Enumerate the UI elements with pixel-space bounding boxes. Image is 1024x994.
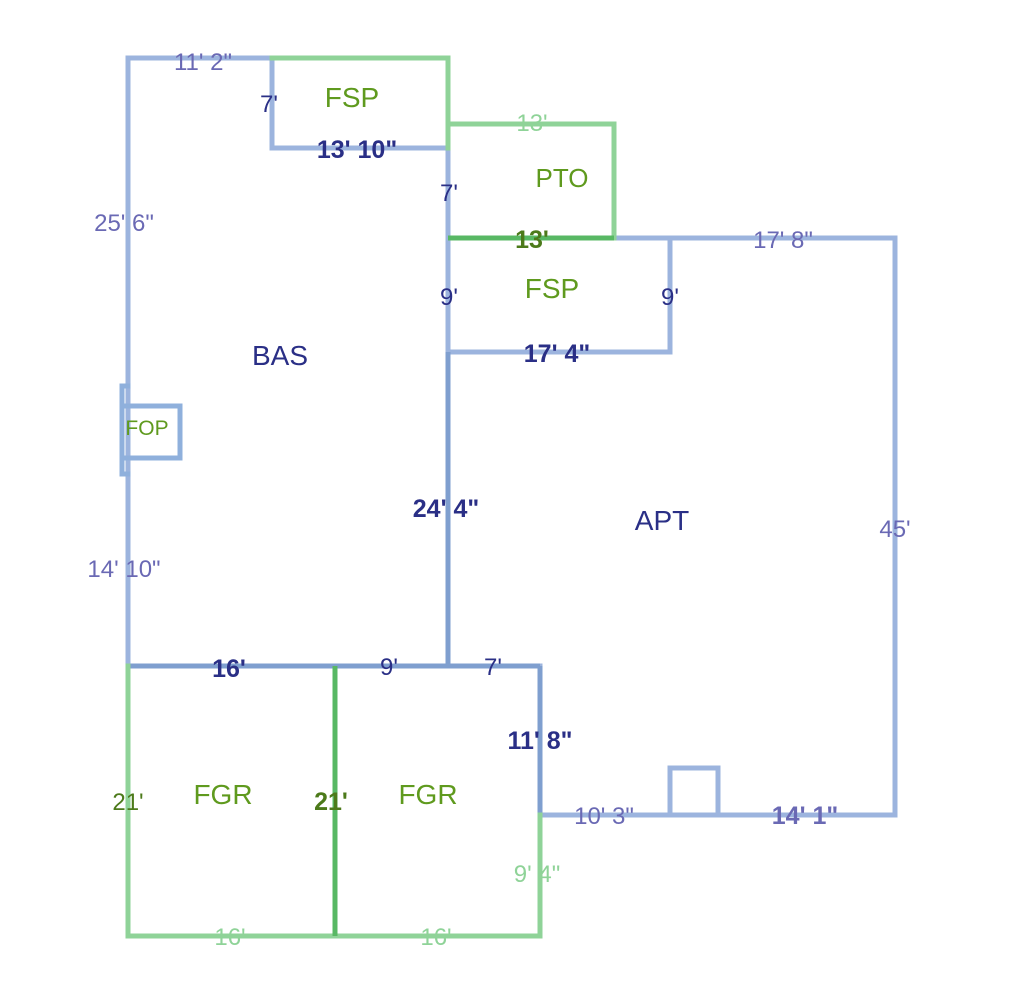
dim-top-width: 11' 2" [174, 49, 232, 76]
dim-pto-top: 13' [516, 110, 547, 137]
dimension-labels: 11' 2" 7' 13' 10" 13' 7' 13' 17' 8" 9' 9… [87, 49, 910, 951]
blue-outlines [119, 55, 898, 818]
dim-step-top: 7' [484, 654, 502, 681]
dim-fgr-mid-side: 21' [314, 788, 348, 816]
dim-fsp-mid-left: 9' [440, 284, 458, 311]
dim-fsp-mid-right: 9' [661, 284, 679, 311]
area-label-fsp-top: FSP [325, 82, 379, 113]
fsp-mid-outline [445, 235, 673, 355]
dim-fsp-mid-bottom: 17' 4" [524, 340, 590, 368]
green-dark-lines [332, 235, 614, 936]
dim-fsp-top-side: 7' [260, 91, 278, 118]
dim-apt-bottom-right: 14' 1" [772, 802, 838, 830]
dim-mid-bottom: 9' [380, 654, 398, 681]
dim-bas-right: 24' 4" [413, 495, 479, 523]
area-label-apt: APT [635, 505, 689, 536]
fop-outline [119, 383, 183, 477]
area-labels: BAS APT FSP PTO FSP FOP FGR FGR [125, 82, 689, 810]
area-label-fsp-mid: FSP [525, 273, 579, 304]
pto-outline [445, 121, 617, 241]
dim-fgr-right-side: 9' 4" [514, 861, 560, 888]
area-label-fop: FOP [125, 417, 168, 440]
area-label-fgr-right: FGR [398, 779, 457, 810]
dim-apt-bottom-left: 10' 3" [574, 803, 634, 830]
area-label-fgr-left: FGR [193, 779, 252, 810]
dim-fgr-left-side: 21' [112, 789, 143, 816]
dim-fgr-right-bottom: 16' [420, 924, 451, 951]
apt-bump-outline [667, 765, 721, 818]
dim-apt-right: 45' [879, 516, 910, 543]
dim-bas-left-lower: 14' 10" [87, 556, 160, 583]
dim-bas-bottom: 16' [212, 655, 246, 683]
dim-bas-left-upper: 25' 6" [94, 210, 154, 237]
dim-apt-top: 17' 8" [753, 227, 813, 254]
dim-fsp-top-bottom: 13' 10" [317, 136, 397, 164]
area-label-bas: BAS [252, 340, 308, 371]
fsp-top-outline [269, 55, 451, 151]
dim-fgr-left-bottom: 16' [214, 924, 245, 951]
dim-pto-bottom: 13' [515, 226, 549, 254]
area-label-pto: PTO [536, 163, 589, 193]
dim-pto-side: 7' [440, 180, 458, 207]
dim-step-side: 11' 8" [507, 727, 572, 755]
